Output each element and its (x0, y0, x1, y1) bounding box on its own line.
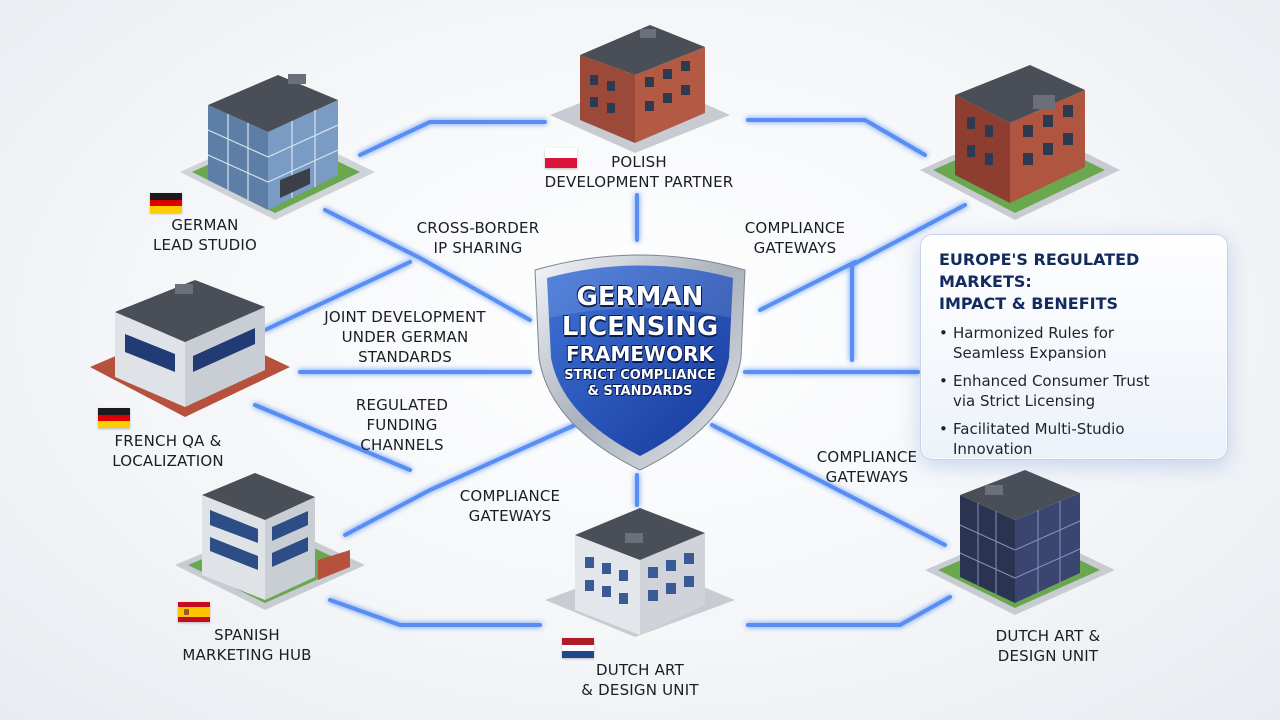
node-label-dutch-right: DUTCH ART &DESIGN UNIT (995, 627, 1101, 665)
connector-spanish-bottom (328, 598, 542, 627)
flag-poland-icon (545, 148, 577, 168)
building-polish-partner (550, 25, 730, 153)
connector-german-polish (358, 120, 547, 157)
connector-polish-topright (746, 118, 927, 157)
building-spanish-marketing (175, 473, 365, 610)
flag-germany-icon (98, 408, 130, 428)
flag-netherlands-icon (562, 638, 594, 658)
flag-germany-icon (150, 193, 182, 213)
shield-subtitle: STRICT COMPLIANCE & STANDARDS (564, 368, 716, 399)
node-label-french-qa: FRENCH QA &LOCALIZATION (112, 432, 224, 470)
benefits-panel: EUROPE'S REGULATED MARKETS: IMPACT & BEN… (920, 234, 1228, 460)
connector-spanish-center (343, 423, 577, 537)
building-dutch-bottom (545, 508, 735, 637)
node-label-dutch-bottom: DUTCH ART& DESIGN UNIT (581, 661, 699, 699)
shield-title: GERMAN LICENSING FRAMEWORK (561, 282, 719, 366)
panel-title: EUROPE'S REGULATED MARKETS: IMPACT & BEN… (939, 250, 1140, 313)
building-dutch-right (925, 470, 1115, 615)
building-french-qa (90, 280, 290, 417)
shield-icon (534, 254, 746, 471)
connector-center-dutch (710, 423, 947, 547)
connector-german-center (323, 208, 532, 322)
flag-spain-icon (178, 602, 210, 622)
connector-french-lower (253, 403, 412, 472)
connector-french-upper (263, 260, 412, 332)
building-top-right (920, 65, 1120, 220)
connector-topright-diag (758, 260, 857, 312)
building-german-lead (180, 74, 375, 220)
connector-bottom-dutch (746, 595, 952, 627)
